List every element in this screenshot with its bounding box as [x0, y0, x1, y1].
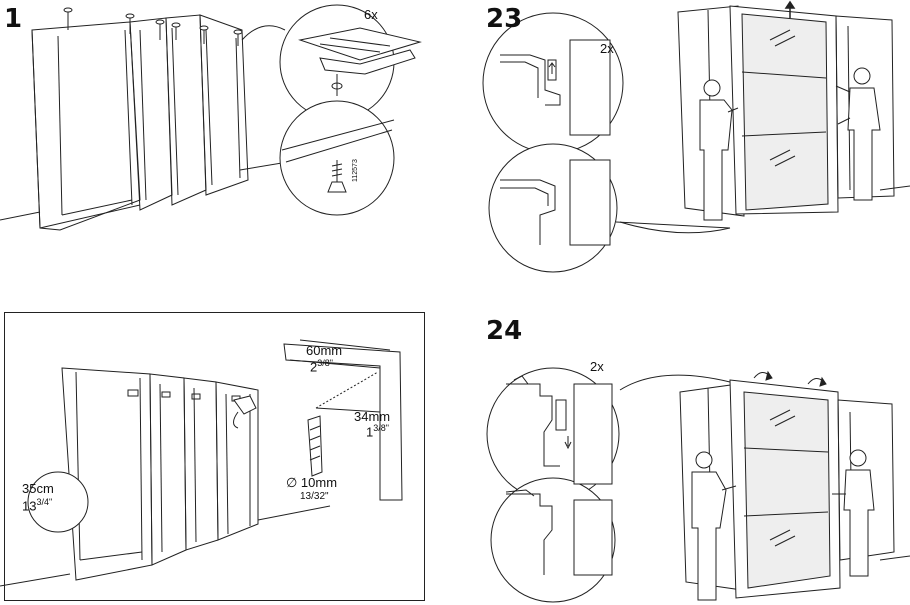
step-1-part-code: 112573: [352, 159, 359, 182]
glass-reflection-23: [769, 29, 796, 167]
wardrobe-frames-1: [31, 14, 249, 231]
dim-35-in-whole: 13: [22, 498, 37, 514]
dim-34-in-whole: 1: [366, 424, 374, 440]
step-1-number: 1: [4, 4, 23, 34]
drill-diameter-in: 13/32": [300, 491, 329, 502]
up-arrow-23: [784, 0, 796, 18]
drill-zoom-circle: [27, 471, 89, 533]
rotate-arrows-24: [753, 370, 827, 387]
step-24-leader: [619, 374, 910, 561]
step-24-number: 24: [486, 316, 523, 346]
connector-detail: [298, 27, 422, 96]
top-screws: [63, 7, 243, 46]
step-23-profile-detail: [500, 39, 611, 246]
step-23-quantity: 2x: [600, 41, 614, 56]
dim-34-in: 13/8": [366, 423, 389, 440]
dim-60-in-whole: 2: [310, 359, 318, 375]
dim-35-in-frac: 3/4": [36, 497, 53, 507]
dim-34-in-frac: 3/8": [373, 423, 389, 433]
step-24-quantity: 2x: [590, 359, 604, 374]
dim-60-mm: 60mm: [306, 343, 343, 358]
person-left-24: [691, 451, 737, 601]
step-1-quantity: 6x: [364, 7, 378, 22]
dim-60-in: 23/8": [310, 358, 333, 375]
step-23-leader: [619, 221, 731, 234]
drill-detail-right: [283, 339, 403, 501]
dim-60-in-frac: 3/8": [317, 358, 333, 368]
glass-reflection-24: [769, 409, 796, 547]
person-right-23: [835, 67, 881, 201]
screw-detail: [281, 119, 395, 193]
step-23-number: 23: [486, 4, 523, 34]
person-left-23: [699, 79, 739, 221]
person-right-24: [832, 449, 875, 577]
drill-diameter-mm: ∅ 10mm: [286, 475, 338, 490]
step-24-profile-detail: [505, 375, 613, 576]
step-23-floor: [615, 185, 910, 229]
drill-tool: [233, 395, 257, 429]
dim-35-in: 133/4": [22, 497, 53, 514]
dim-35-cm: 35cm: [22, 481, 54, 496]
dim-34-mm: 34mm: [354, 409, 391, 424]
drill-panel: [4, 312, 425, 601]
step-24-wardrobe: [679, 379, 895, 599]
step-23-wardrobe: [677, 5, 895, 217]
